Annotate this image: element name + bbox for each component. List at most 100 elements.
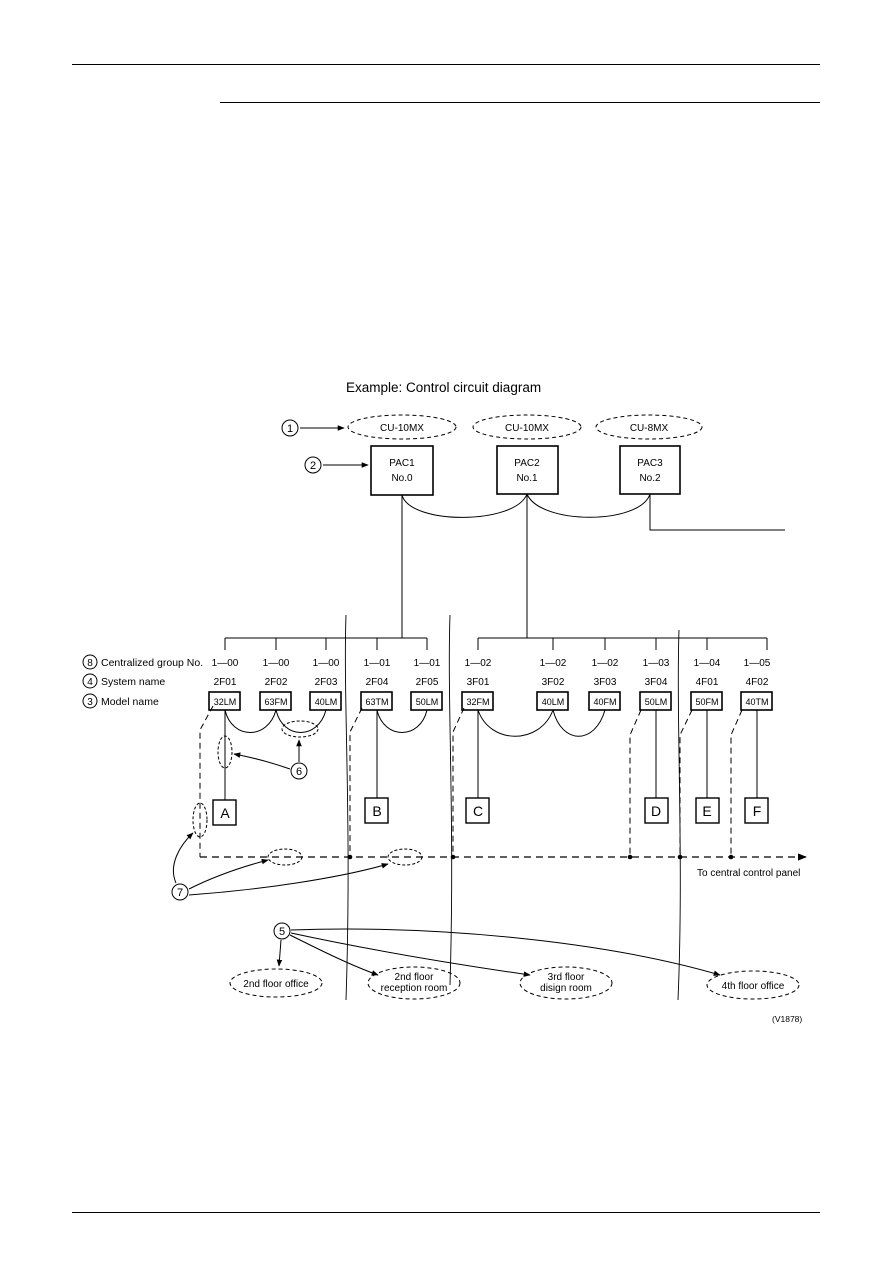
callout-6-arrow: [233, 752, 291, 770]
remote-a: A: [212, 799, 237, 826]
room-label: 3rd floor: [548, 972, 585, 983]
remote-b: B: [364, 797, 389, 824]
callout-7-highlight: [387, 848, 423, 866]
room-label: disign room: [540, 983, 592, 994]
room-2nd-floor-reception: 2nd floor reception room: [367, 966, 461, 1000]
controller-name: PAC2: [514, 458, 540, 469]
legend-3-num: 3: [87, 697, 93, 708]
legend-8-label: Centralized group No.: [101, 657, 203, 669]
unit-system-name: 3F01: [467, 677, 490, 688]
unit-model-name: 50FM: [695, 697, 718, 707]
callout-5-circle: [273, 922, 291, 940]
controller-name: PAC3: [637, 458, 663, 469]
unit-group-no: 1—03: [643, 658, 670, 669]
callout-5-label: 5: [279, 926, 285, 938]
callout-6-label: 6: [296, 766, 302, 778]
unit-2f03: 1—00 2F03 40LM: [309, 658, 342, 711]
remote-label: A: [220, 805, 230, 821]
remote-label: C: [473, 803, 483, 819]
controller-model-ellipse: [595, 414, 703, 440]
callout-7-arrow: [188, 863, 389, 896]
legend-3-circle: [82, 693, 98, 709]
group-links: [224, 709, 606, 737]
remote-e: E: [695, 797, 720, 824]
remote-label: F: [753, 803, 762, 819]
unit-model-name: 32FM: [466, 697, 489, 707]
controller-pac3: CU-8MX PAC3 No.2: [595, 414, 703, 495]
room-label: 2nd floor office: [243, 979, 309, 990]
unit-system-name: 3F04: [645, 677, 668, 688]
link-pac2-pac3: [526, 493, 651, 518]
bus-drops: [224, 638, 768, 650]
unit-group-no: 1—05: [744, 658, 771, 669]
callout-7-label: 7: [177, 887, 183, 899]
callout-2-circle: [304, 456, 322, 474]
figure-code: (V1878): [772, 1014, 802, 1024]
controller-number: No.2: [639, 473, 661, 484]
room-2nd-floor-office: 2nd floor office: [229, 968, 323, 998]
remote-box: [212, 799, 237, 826]
legend-8-circle: [82, 654, 98, 670]
unit-system-name: 2F04: [366, 677, 389, 688]
remote-wiring: [224, 710, 758, 800]
section-rule: [220, 102, 820, 103]
unit-group-no: 1—00: [212, 658, 239, 669]
junction-dots: [347, 854, 734, 860]
callout-7-circle: [171, 883, 189, 901]
remote-box: [744, 797, 769, 824]
controller-number: No.1: [516, 473, 538, 484]
controller-box: [496, 445, 559, 495]
unit-4f02: 1—05 4F02 40TM: [740, 658, 773, 711]
callout-6-circle: [290, 762, 308, 780]
unit-group-no: 1—01: [414, 658, 441, 669]
unit-model-name: 63TM: [365, 697, 388, 707]
controller-model-ellipse: [347, 414, 457, 440]
callout-1-label: 1: [287, 423, 293, 435]
controller-pac2: CU-10MX PAC2 No.1: [472, 414, 582, 495]
header-rule: [72, 64, 820, 65]
callout-7-highlight: [192, 802, 208, 838]
room-label: reception room: [381, 983, 448, 994]
remote-d: D: [644, 797, 669, 824]
room-ellipse: [706, 970, 800, 1000]
room-label: 2nd floor: [395, 972, 435, 983]
unit-group-no: 1—02: [592, 658, 619, 669]
remote-c: C: [465, 797, 490, 824]
callout-6-highlight: [281, 720, 319, 738]
legend-3-label: Model name: [101, 696, 159, 708]
remote-label: E: [702, 803, 711, 819]
remote-box: [695, 797, 720, 824]
unit-system-name: 2F05: [416, 677, 439, 688]
unit-3f04: 1—03 3F04 50LM: [639, 658, 672, 711]
unit-3f03: 1—02 3F03 40FM: [588, 658, 621, 711]
unit-group-no: 1—04: [694, 658, 721, 669]
unit-model-name: 32LM: [214, 697, 237, 707]
unit-model-name: 40LM: [542, 697, 565, 707]
remote-box: [364, 797, 389, 824]
unit-system-name: 3F02: [542, 677, 565, 688]
room-4th-floor-office: 4th floor office: [706, 970, 800, 1000]
unit-4f01: 1—04 4F01 50FM: [690, 658, 723, 711]
unit-model-name: 40TM: [745, 697, 768, 707]
central-control-wiring: [199, 705, 743, 857]
unit-system-name: 2F03: [315, 677, 338, 688]
controller-model: CU-10MX: [380, 423, 424, 434]
unit-group-no: 1—00: [263, 658, 290, 669]
controller-number: No.0: [391, 473, 413, 484]
unit-model-name: 50LM: [416, 697, 439, 707]
callout-7-arrow: [172, 832, 194, 884]
unit-system-name: 2F02: [265, 677, 288, 688]
callout-5-arrow: [276, 939, 283, 967]
controller-model: CU-10MX: [505, 423, 549, 434]
legend-4-circle: [82, 673, 98, 689]
unit-model-name: 40LM: [315, 697, 338, 707]
remote-label: D: [651, 803, 661, 819]
remote-box: [644, 797, 669, 824]
legend-4-num: 4: [87, 677, 93, 688]
unit-group-no: 1—02: [540, 658, 567, 669]
unit-model-name: 50LM: [645, 697, 668, 707]
callout-5-arrow: [290, 928, 721, 976]
controller-name: PAC1: [389, 458, 415, 469]
unit-system-name: 3F03: [594, 677, 617, 688]
